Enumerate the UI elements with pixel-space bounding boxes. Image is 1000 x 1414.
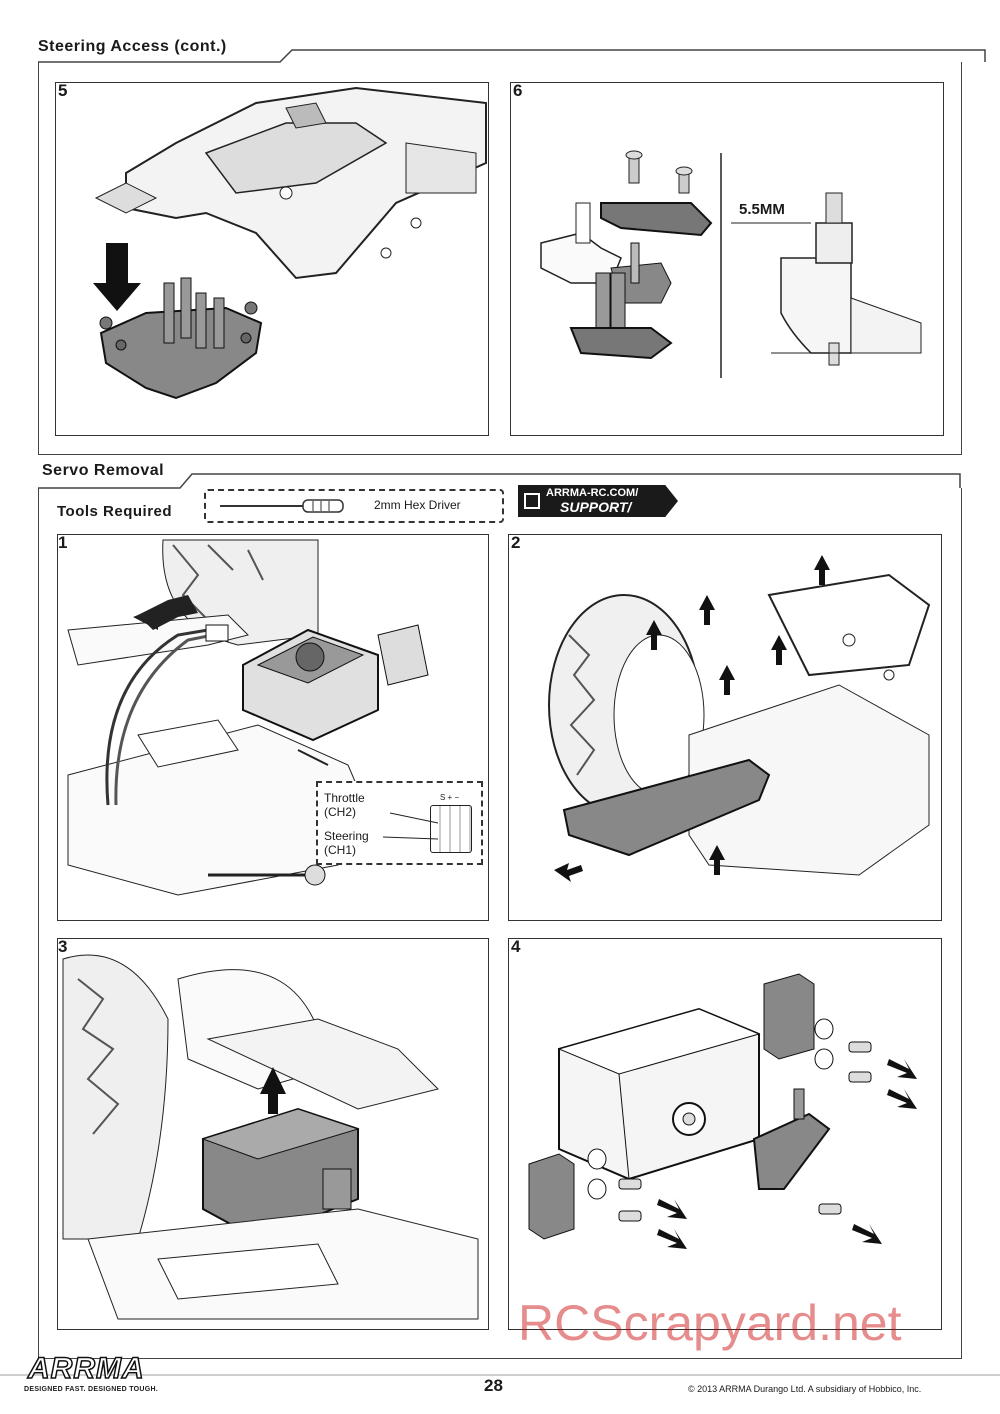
servo-exploded-illustration [509, 939, 917, 1329]
support-icon [524, 493, 540, 509]
chassis-steering-illustration [93, 86, 487, 400]
step-5-panel: 5 [55, 82, 489, 436]
steering-access-frame [38, 62, 962, 455]
throttle-channel: (CH2) [324, 805, 356, 819]
measurement-label: 5.5MM [739, 201, 785, 218]
support-url: ARRMA-RC.COM/ [546, 487, 639, 499]
servo-removal-frame [38, 488, 962, 1359]
watermark: RCScrapyard.net [518, 1295, 902, 1351]
servo-step-3-panel: 3 [57, 938, 489, 1330]
step-number: 1 [58, 534, 68, 552]
support-badge[interactable]: ARRMA-RC.COM/ SUPPORT/ [518, 485, 678, 517]
steering-label: Steering [324, 829, 369, 843]
callout-leaders [382, 812, 439, 840]
step-number: 6 [513, 82, 523, 100]
steering-channel: (CH1) [324, 843, 356, 857]
arrma-logo: ARRMA [27, 1351, 145, 1386]
front-end-removal-illustration [548, 555, 931, 882]
tool-box: 2mm Hex Driver [204, 489, 504, 523]
receiver-pin-legend: S + − [440, 793, 460, 802]
receiver-ports [430, 805, 472, 853]
channel-callout: Throttle (CH2) Steering (CH1) S + − [316, 781, 483, 865]
step-number: 3 [58, 938, 68, 956]
servo-removal-title: Servo Removal [42, 462, 165, 479]
footer-divider [0, 1374, 1000, 1376]
step-6-panel: 6 5.5MM [510, 82, 944, 436]
step-number: 2 [511, 534, 521, 552]
steering-access-tab [38, 49, 986, 63]
servo-step-1-panel: 1 Throttle (CH2) Steering (CH1) S + − [57, 534, 489, 921]
step-number: 4 [511, 938, 521, 956]
page-number: 28 [484, 1376, 503, 1395]
tagline: DESIGNED FAST. DESIGNED TOUGH. [24, 1386, 159, 1393]
servo-removal-illustration [62, 954, 479, 1320]
support-label: SUPPORT/ [560, 499, 632, 515]
copyright: © 2013 ARRMA Durango Ltd. A subsidiary o… [688, 1384, 922, 1394]
tools-heading: Tools Required [57, 503, 173, 520]
hex-driver-icon [220, 499, 344, 513]
steering-bellcrank-illustration [540, 150, 922, 378]
servo-removal-tab [38, 473, 961, 489]
servo-step-2-panel: 2 [508, 534, 942, 921]
tool-name: 2mm Hex Driver [374, 498, 461, 512]
step-number: 5 [58, 82, 68, 100]
receiver-esc-illustration [67, 539, 429, 896]
steering-access-title: Steering Access (cont.) [38, 38, 227, 55]
throttle-label: Throttle [324, 791, 365, 805]
servo-step-4-panel: 4 [508, 938, 942, 1330]
